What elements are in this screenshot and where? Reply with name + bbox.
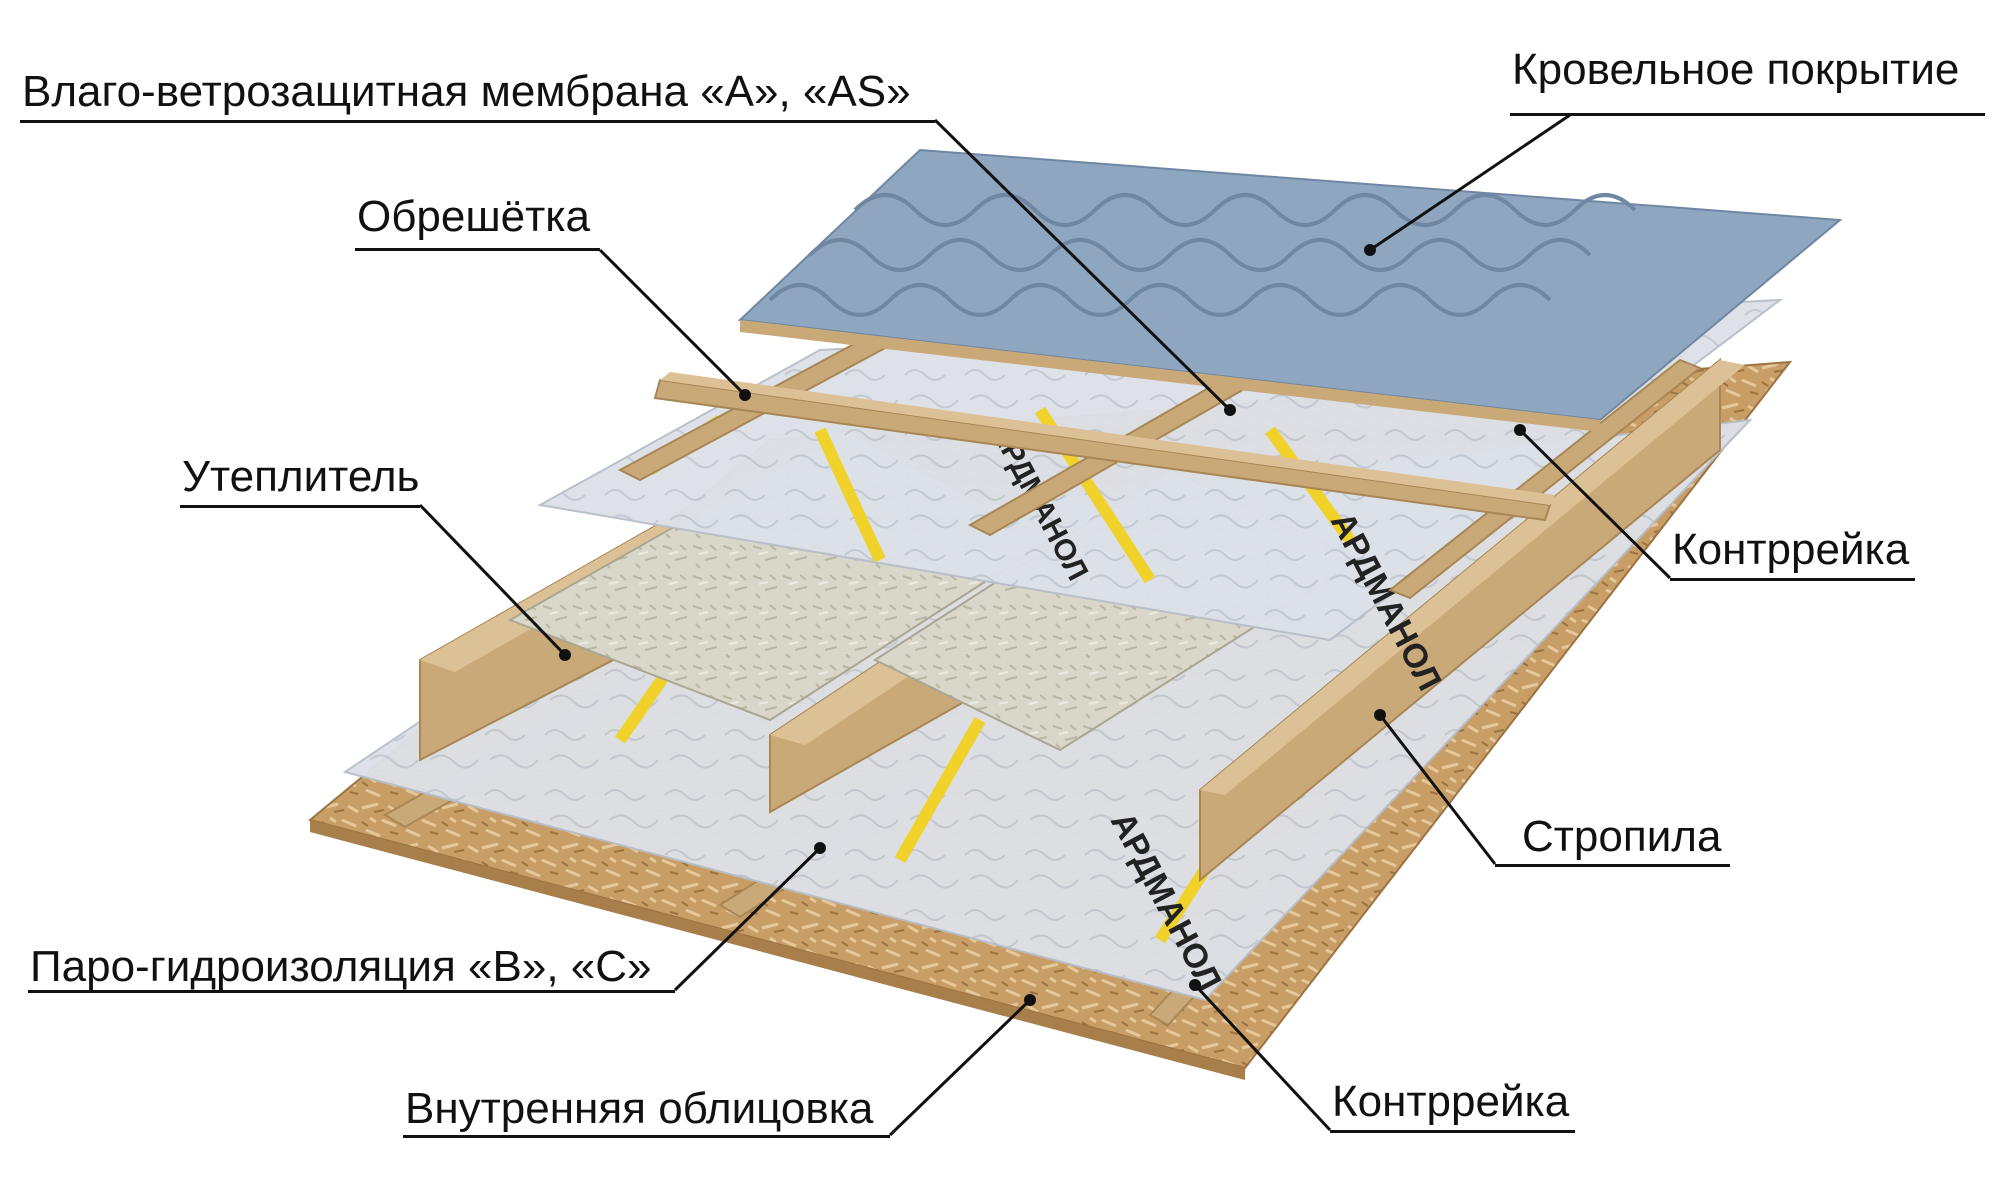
leader-dots bbox=[559, 244, 1526, 1006]
label-wind-membrane: Влаго-ветрозащитная мембрана «А», «AS» bbox=[22, 67, 911, 116]
inner-lining-edge bbox=[310, 820, 1245, 1080]
underline-vapor-barrier bbox=[28, 990, 675, 993]
label-inner-lining: Внутренняя облицовка bbox=[405, 1084, 874, 1133]
upper-counter-batten bbox=[1388, 358, 1702, 600]
underline-rafters bbox=[1495, 864, 1730, 867]
label-vapor-barrier: Паро-гидроизоляция «B», «C» bbox=[30, 942, 652, 991]
roof-covering-waves bbox=[768, 193, 1637, 317]
underline-roof-covering bbox=[1510, 113, 1985, 116]
underline-inner-lining bbox=[403, 1135, 890, 1138]
label-insulation: Утеплитель bbox=[182, 452, 420, 501]
roof-underlay-board bbox=[740, 320, 1600, 432]
batten-top bbox=[660, 372, 1555, 505]
label-battens: Обрешётка bbox=[357, 192, 590, 241]
underline-battens bbox=[355, 248, 600, 251]
label-roof-covering: Кровельное покрытие bbox=[1512, 45, 1960, 94]
underline-counter-batten-top bbox=[1670, 578, 1915, 581]
underline-insulation bbox=[180, 505, 420, 508]
label-counter-batten-bottom: Контррейка bbox=[1332, 1077, 1570, 1126]
rafter-top bbox=[1200, 360, 1745, 795]
label-rafters: Стропила bbox=[1522, 812, 1722, 861]
underline-wind-membrane bbox=[20, 120, 935, 123]
label-counter-batten-top: Контррейка bbox=[1672, 525, 1910, 574]
leader-lines bbox=[418, 113, 1672, 1137]
underline-counter-batten-bottom bbox=[1330, 1130, 1575, 1133]
